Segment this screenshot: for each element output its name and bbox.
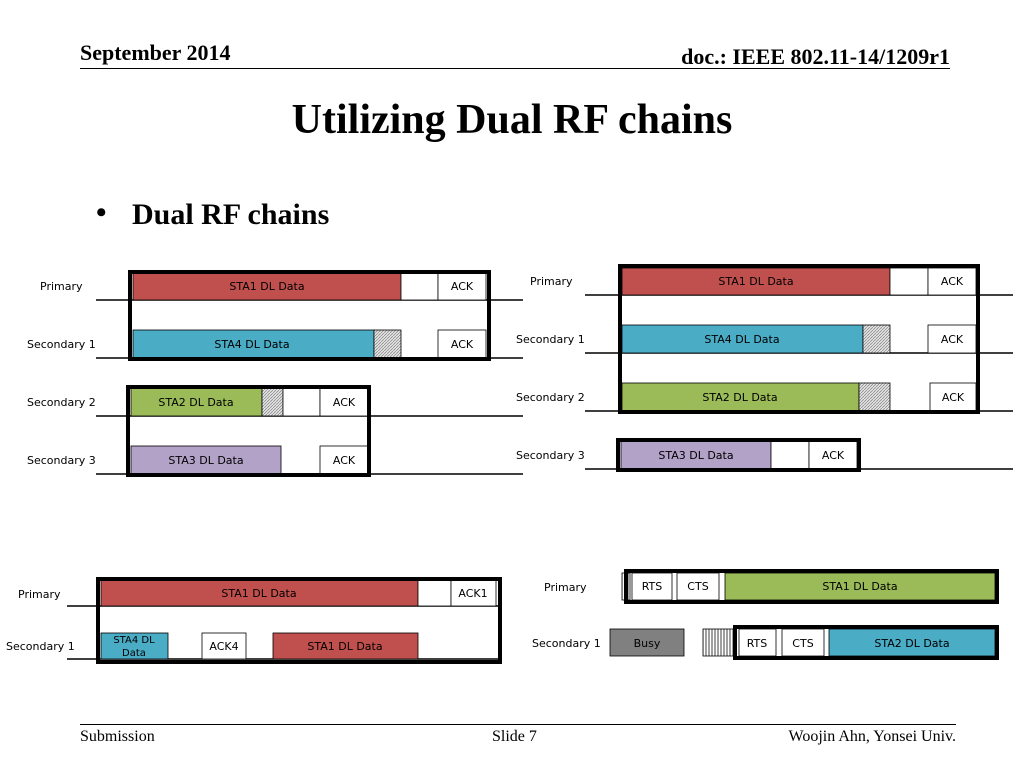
frame-sta3-label: STA3 DL Data	[168, 454, 243, 467]
label-secondary-3: Secondary 3	[27, 454, 96, 467]
label-primary: Primary	[18, 588, 61, 601]
bonded-channel-box	[128, 270, 491, 361]
padding-block	[261, 387, 284, 417]
frame-ack	[437, 329, 487, 359]
frame-ack	[927, 267, 977, 296]
frame-busy	[609, 628, 685, 657]
frame-sta2-data	[828, 628, 996, 657]
frame-rts	[631, 572, 673, 601]
frame-cts-label: CTS	[687, 580, 708, 593]
frame-sta1-label: STA1 DL Data	[229, 280, 304, 293]
padding-block	[862, 324, 891, 354]
label-secondary-1: Secondary 1	[516, 333, 585, 346]
frame-ack1	[450, 579, 497, 607]
frame-sta1-data	[724, 572, 996, 601]
frame-cts-label: CTS	[792, 637, 813, 650]
frame-sta1-data	[272, 632, 419, 660]
label-secondary-3: Secondary 3	[516, 449, 585, 462]
label-primary: Primary	[40, 280, 83, 293]
frame-sta2-label: STA2 DL Data	[702, 391, 777, 404]
frame-sta1-label: STA1 DL Data	[307, 640, 382, 653]
frame-sta1-data	[100, 579, 419, 607]
secondary-channel-box	[733, 625, 999, 660]
frame-sta4-label-line1: STA4 DL	[113, 635, 155, 646]
frame-sta1-label: STA1 DL Data	[822, 580, 897, 593]
frame-sta3-label: STA3 DL Data	[658, 449, 733, 462]
bullet-marker: •	[96, 196, 107, 229]
backoff-block	[702, 628, 736, 657]
frame-ack	[929, 382, 977, 412]
header-doc-id: doc.: IEEE 802.11-14/1209r1	[681, 44, 950, 69]
frame-rts-label: RTS	[642, 580, 663, 593]
bonded-channel-box	[96, 577, 502, 664]
diagram-top-left: Primary Secondary 1 Secondary 2 Secondar…	[27, 270, 523, 477]
frame-ack	[319, 387, 369, 417]
footer-author: Woojin Ahn, Yonsei Univ.	[788, 728, 956, 745]
frame-sta2-label: STA2 DL Data	[874, 637, 949, 650]
footer-slide-number: Slide 7	[492, 728, 537, 745]
label-secondary-1: Secondary 1	[532, 637, 601, 650]
frame-sta3-data	[130, 445, 282, 475]
frame-ack-label: ACK	[333, 454, 356, 467]
frame-sta1-label: STA1 DL Data	[718, 275, 793, 288]
frame-sta4-label-line2: Data	[122, 648, 146, 659]
frame-ack-label: ACK	[941, 275, 964, 288]
frame-sta2-label: STA2 DL Data	[158, 396, 233, 409]
label-secondary-2: Secondary 2	[516, 391, 585, 404]
frame-ack-label: ACK	[822, 449, 845, 462]
label-primary: Primary	[530, 275, 573, 288]
frame-ack4-label: ACK4	[209, 640, 238, 653]
header-date: September 2014	[80, 40, 231, 65]
header-divider	[80, 68, 950, 69]
frame-ack-label: ACK	[333, 396, 356, 409]
diagram-bottom-left: Primary Secondary 1 STA1 DL Data ACK1 ST…	[6, 577, 502, 664]
bonded-channel-box	[126, 385, 371, 477]
padding-block	[858, 382, 891, 412]
frame-ack4	[201, 632, 247, 660]
slide-title: Utilizing Dual RF chains	[291, 97, 733, 143]
frame-ack-label: ACK	[942, 391, 965, 404]
frame-sta1-data	[621, 267, 891, 296]
label-primary: Primary	[544, 581, 587, 594]
frame-ack-label: ACK	[941, 333, 964, 346]
label-secondary-1: Secondary 1	[27, 338, 96, 351]
label-secondary-2: Secondary 2	[27, 396, 96, 409]
frame-sta2-data	[621, 382, 860, 412]
bullet-text: Dual RF chains	[132, 198, 330, 231]
primary-channel-box	[624, 569, 999, 604]
bonded-channel-box	[618, 264, 980, 414]
padding-block	[373, 329, 402, 359]
frame-sta4-label: STA4 DL Data	[214, 338, 289, 351]
frame-ack-label: ACK	[451, 280, 474, 293]
frame-sta4-data	[100, 632, 169, 660]
frame-rts	[738, 628, 777, 657]
frame-ack	[319, 445, 369, 475]
frame-rts-label: RTS	[747, 637, 768, 650]
frame-sta4-label: STA4 DL Data	[704, 333, 779, 346]
frame-sta3-data	[620, 440, 772, 470]
frame-ack1-label: ACK1	[458, 587, 487, 600]
frame-busy-label: Busy	[634, 637, 661, 650]
frame-ack-label: ACK	[451, 338, 474, 351]
footer-divider	[80, 724, 956, 725]
single-channel-box	[616, 438, 861, 472]
diagram-top-right: Primary Secondary 1 Secondary 2 Secondar…	[516, 264, 1013, 472]
frame-cts	[781, 628, 825, 657]
footer-submission: Submission	[80, 728, 155, 745]
diagram-bottom-right: Primary Secondary 1 RTS CTS STA1 DL Data…	[532, 569, 999, 660]
frame-cts	[676, 572, 720, 601]
frame-sta1-label: STA1 DL Data	[221, 587, 296, 600]
label-secondary-1: Secondary 1	[6, 640, 75, 653]
